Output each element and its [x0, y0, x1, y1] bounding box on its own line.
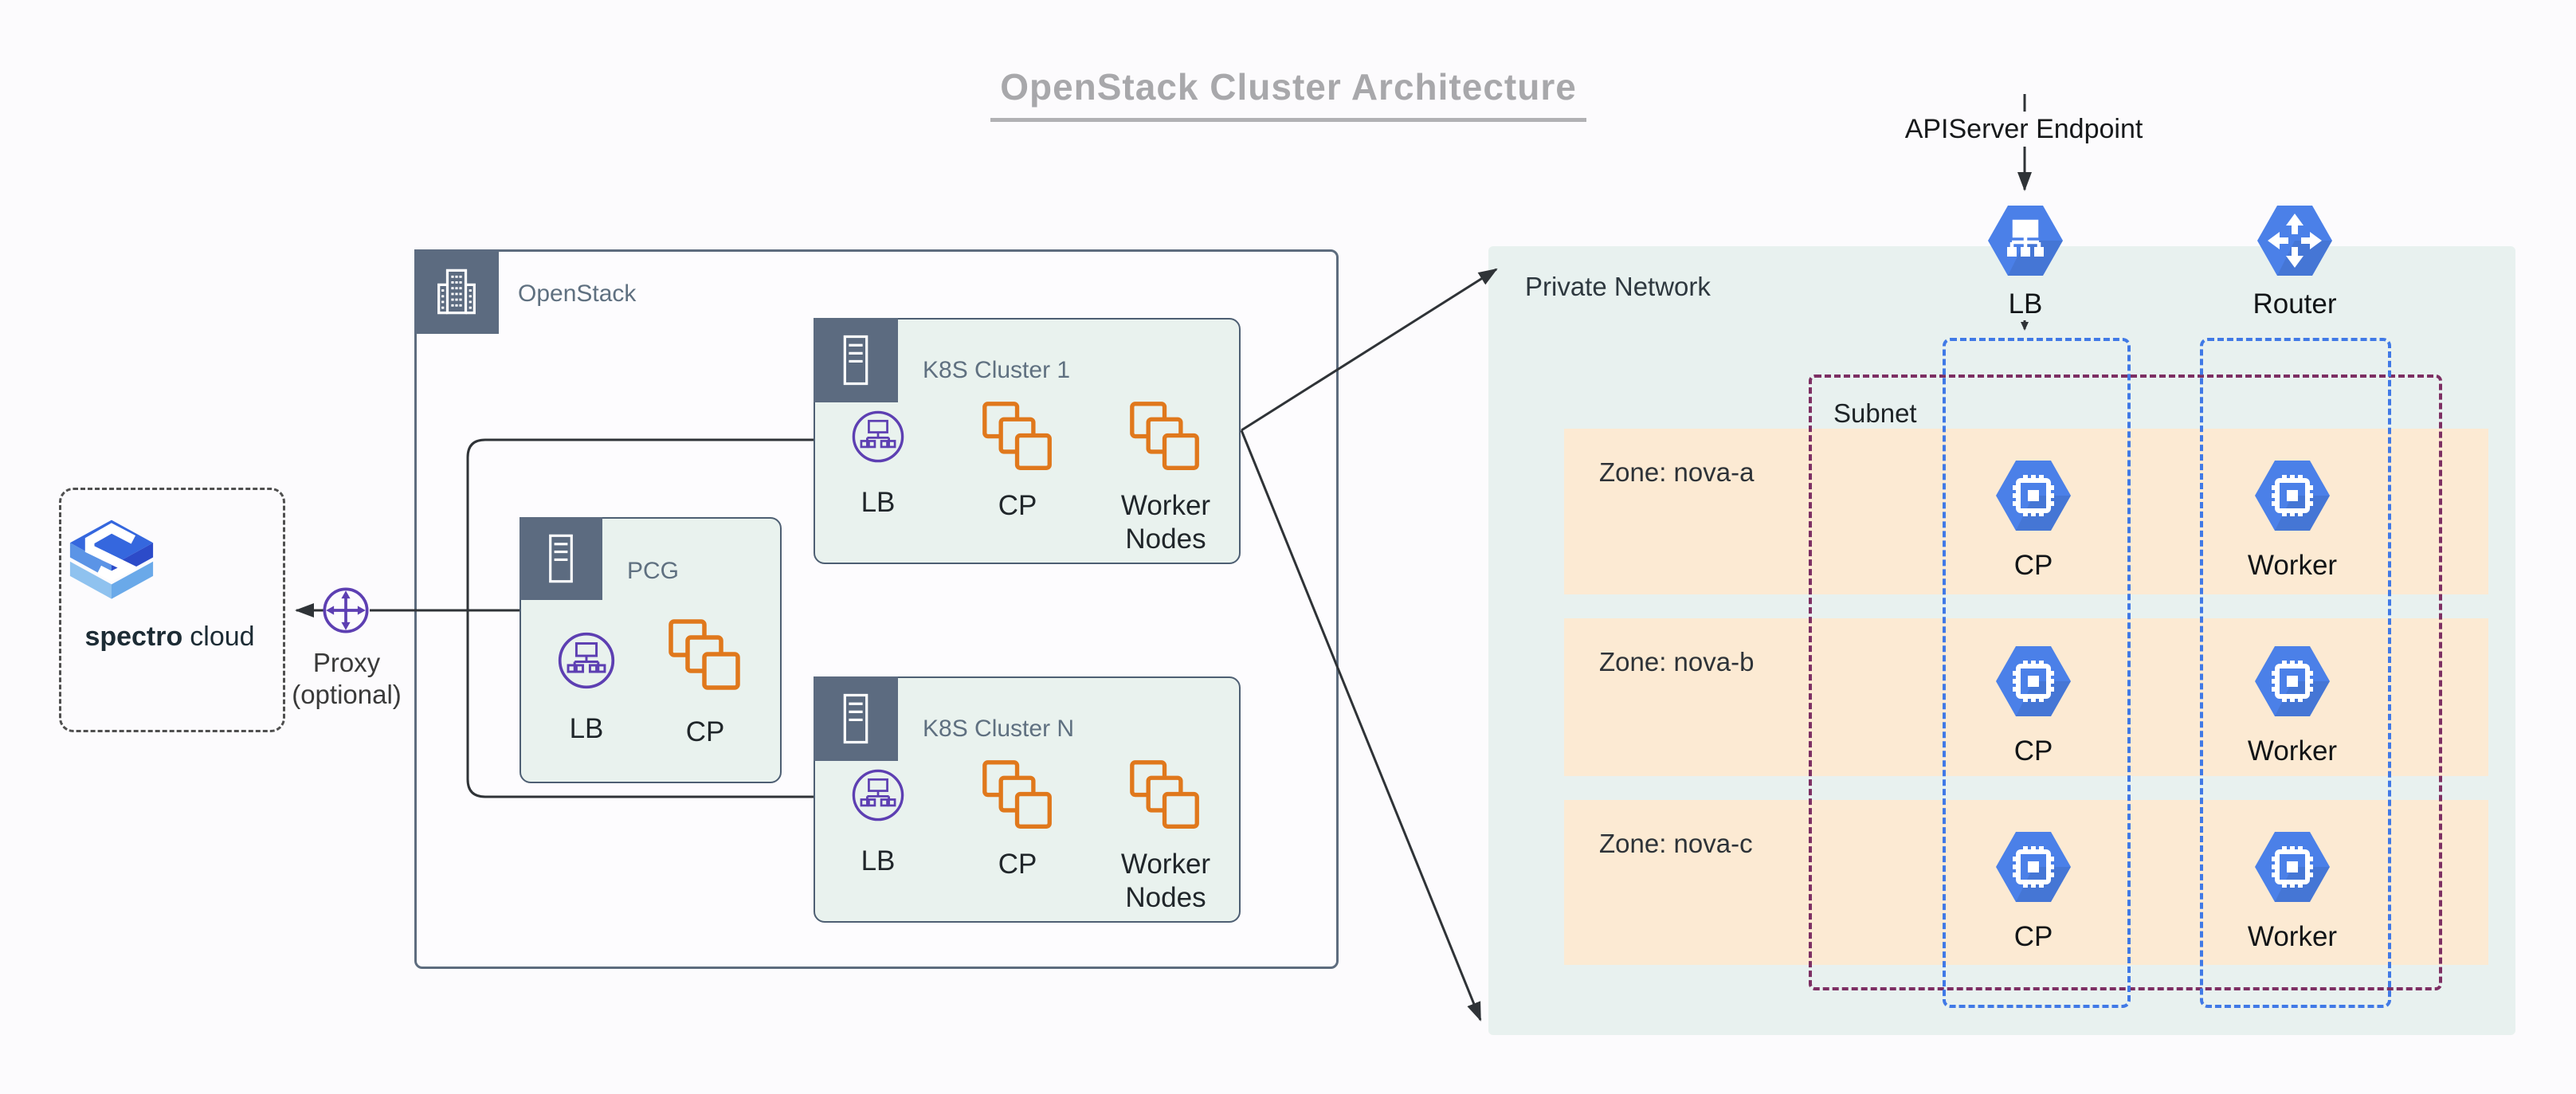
zone-b-label: Zone: nova-b: [1599, 647, 1755, 676]
router-label: Router: [2253, 288, 2337, 320]
stacked-squares-icon: [980, 398, 1056, 477]
compute-hexagon-icon: [1994, 641, 2073, 721]
page-title: OpenStack Cluster Architecture: [990, 65, 1586, 122]
compute-hexagon-icon: [1994, 827, 2073, 907]
zone-b-worker-label: Worker: [2247, 735, 2338, 767]
zone-c-cp-label: CP: [2013, 921, 2053, 952]
apiserver-endpoint-label: APIServer Endpoint: [1904, 114, 2143, 144]
subnet-label: Subnet: [1833, 398, 1917, 428]
brand-word-spectro: spectro: [84, 622, 183, 652]
clusterN-lb-label: LB: [861, 845, 896, 876]
spectro-logo-icon: [59, 518, 280, 607]
proxy-label-line2: (optional): [292, 680, 402, 709]
router-hexagon-icon: [2255, 201, 2335, 280]
pcg-badge: [520, 517, 602, 600]
zone-c-label: Zone: nova-c: [1599, 829, 1753, 858]
pcg-cp-label: CP: [685, 716, 725, 747]
pcg-lb-label: LB: [569, 713, 604, 744]
worker-label-line2: Nodes: [1125, 523, 1206, 555]
lb-hexagon-icon: [1986, 201, 2065, 280]
subnet-box: [1809, 374, 2442, 990]
zone-a-worker-label: Worker: [2247, 550, 2338, 581]
proxy-label-line1: Proxy: [312, 648, 381, 677]
proxy-label: Proxy (optional): [282, 647, 411, 711]
stacked-squares-icon: [1127, 398, 1203, 477]
stacked-squares-icon: [1127, 757, 1203, 836]
cluster1-lb-label: LB: [861, 487, 896, 518]
zone-a-label: Zone: nova-a: [1599, 457, 1755, 487]
building-icon: [428, 263, 485, 320]
clusterN-worker-label: Worker Nodes: [1121, 848, 1210, 915]
network-lb-label: LB: [2008, 288, 2043, 320]
k8s-cluster-n-badge: [814, 676, 898, 761]
zone-c-worker-label: Worker: [2247, 921, 2338, 952]
k8s-cluster-n-title: K8S Cluster N: [923, 716, 1075, 742]
server-icon: [533, 531, 589, 586]
spectro-cloud-box: [59, 488, 285, 732]
cluster1-worker-label: Worker Nodes: [1121, 489, 1210, 556]
cp-column-box: [1943, 338, 2131, 1008]
server-icon: [827, 690, 884, 747]
server-icon: [827, 331, 884, 389]
stacked-squares-icon: [980, 757, 1056, 836]
zone-b-cp-label: CP: [2013, 735, 2053, 767]
cluster1-cp-label: CP: [998, 490, 1037, 521]
brand-word-cloud: cloud: [190, 622, 255, 652]
openstack-label: OpenStack: [518, 280, 637, 307]
worker-column-box: [2200, 338, 2391, 1008]
worker-label-line1: Worker: [1120, 490, 1211, 521]
compute-hexagon-icon: [2253, 456, 2332, 535]
proxy-icon: [321, 586, 371, 635]
private-network-label: Private Network: [1525, 272, 1711, 301]
lb-icon: [557, 631, 616, 690]
lb-icon: [851, 768, 905, 822]
openstack-badge: [414, 249, 499, 334]
clusterN-cp-label: CP: [998, 849, 1037, 880]
k8s-cluster-1-title: K8S Cluster 1: [923, 357, 1071, 383]
lb-icon: [851, 410, 905, 464]
pcg-title: PCG: [627, 558, 680, 584]
k8s-cluster-1-badge: [814, 318, 898, 402]
worker-label-line1: Worker: [1120, 849, 1211, 880]
compute-hexagon-icon: [2253, 827, 2332, 907]
compute-hexagon-icon: [1994, 456, 2073, 535]
zone-a-cp-label: CP: [2013, 550, 2053, 581]
stacked-squares-icon: [666, 616, 744, 697]
worker-label-line2: Nodes: [1125, 882, 1206, 913]
compute-hexagon-icon: [2253, 641, 2332, 721]
